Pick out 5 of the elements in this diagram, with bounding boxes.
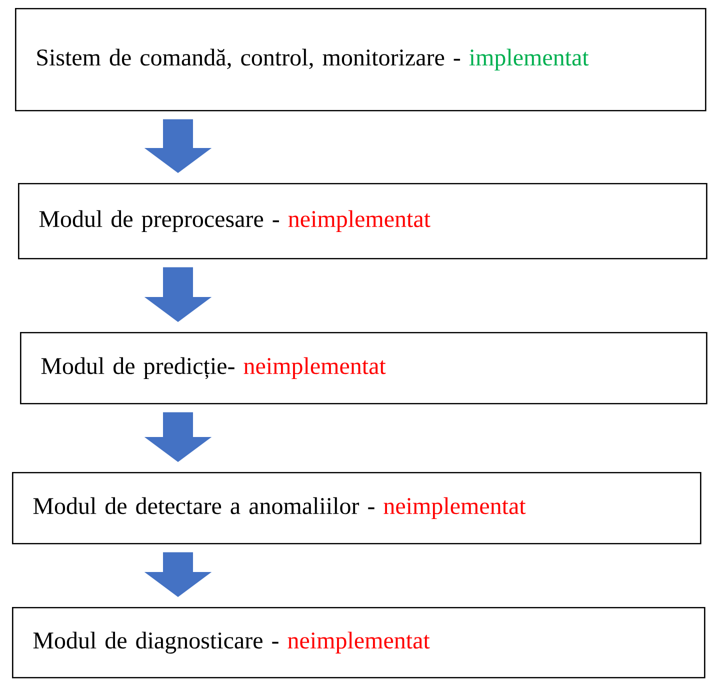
- process-box: Modul de detectare a anomaliilor - neimplementat: [12, 472, 702, 544]
- process-box: Sistem de comandă, control, monitorizare - implementat: [15, 8, 706, 112]
- process-box: Modul de preprocesare - neimplementat: [18, 183, 708, 260]
- process-box: Modul de predicție- neimplementat: [20, 332, 708, 404]
- process-box: Modul de diagnosticare - neimplementat: [12, 607, 706, 678]
